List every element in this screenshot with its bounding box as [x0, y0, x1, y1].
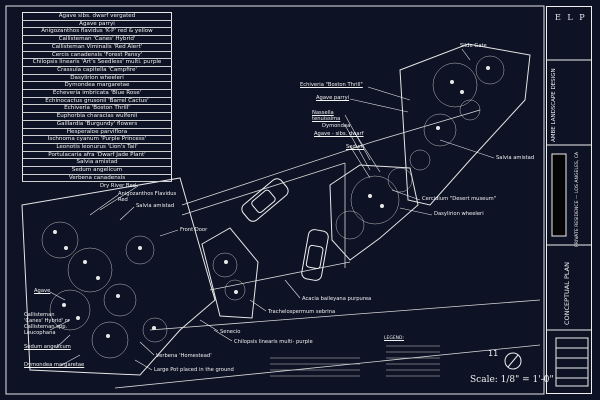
title-block-lines [546, 59, 592, 387]
legend-lines [270, 345, 440, 377]
plant-name: Cercis canadensis 'Forest Pansy' [22, 51, 172, 60]
salvia-amistad-left-label: Salvia amistad [136, 203, 175, 209]
plant-name: Echeveria imbricata 'Blue Rose' [22, 89, 172, 98]
plant-name: Echiveria 'Boston Thrill' [22, 104, 172, 114]
plant-list-row: Agave sibs. dwarf vergated [22, 12, 172, 21]
plant-list-row: Crassula capitella 'Campfire' [22, 66, 172, 75]
sedum-angelicum-label: Sedum angelicum [24, 344, 71, 350]
plant-name: Euphorbia characias wulfenii [22, 112, 172, 121]
dry-river-bed-label: Dry River Bed [100, 183, 136, 189]
firm-logo: E L P [555, 13, 587, 22]
plant-name: Portulacaria afra 'Dwarf Jade Plant' [22, 151, 172, 160]
planting-dots [53, 66, 490, 338]
plant-name: Hesperaloe parviflora [22, 128, 172, 137]
senecio-label: Senecio [220, 329, 241, 335]
north-arrow [504, 352, 522, 370]
plant-name: Gaillardia 'Burgundy' flowers [22, 120, 172, 129]
project-address: PRIVATE RESIDENCE — LOS ANGELES, CA [575, 151, 580, 247]
plant-list-row: Cercis canadensis 'Forest Pansy' [22, 51, 172, 60]
plant-name: Leonotis leonurus 'Lion's Tail' [22, 143, 172, 152]
dymondea-label: Dymondea [322, 123, 351, 129]
plant-name: Dymondea margaretae [22, 81, 172, 91]
plant-list-row: Dasylirion wheeleri [22, 74, 172, 83]
plant-list-row: Portulacaria afra 'Dwarf Jade Plant' [22, 151, 172, 160]
planting-hatch [41, 55, 505, 359]
agave-parryi-label: Agave parryi [316, 95, 350, 101]
plant-list-row: Hesperaloe parviflora [22, 128, 172, 137]
driveway-lines [114, 109, 541, 389]
plant-name: Agave parryi [22, 20, 172, 29]
plant-name: Callisteman 'Canes' Hybrid' [22, 35, 172, 44]
plant-list-row: Euphorbia characias wulfenii [22, 112, 172, 121]
echiveria-boston-label: Echiveria "Boston Thrill" [300, 82, 363, 88]
scale-text: Scale: 1/8" = 1'-0" [470, 375, 554, 385]
sheet-number: 11 [488, 349, 499, 358]
parked-cars [241, 178, 329, 281]
verbena-label: Verbena 'Homestead' [156, 353, 212, 359]
large-pot-label: Large Pot placed in the ground [154, 367, 234, 373]
project-name: AMBE LANDSCAPE DESIGN [551, 68, 557, 142]
acacia-label: Acacia baileyana purpurea [302, 296, 372, 302]
lot-outline [21, 43, 531, 376]
plant-list-row: Agave parryi [22, 20, 172, 29]
plant-name: Sedum angelicum [22, 166, 172, 175]
sheet-title: CONCEPTUAL PLAN [563, 262, 571, 325]
plant-list-row: Anigozanthos flavidus 'K-P' red & yellow [22, 27, 172, 37]
plant-list-row: Gaillardia 'Burgundy' flowers [22, 120, 172, 129]
front-door-label: Front Door [180, 227, 208, 233]
plant-name: Crassula capitella 'Campfire' [22, 66, 172, 75]
legend-title: LEGEND: [384, 336, 405, 341]
plant-name: Agave sibs. dwarf vergated [22, 12, 172, 21]
plant-name: Callisteman Viminalis 'Red Alert' [22, 43, 172, 52]
sedum-label: Sedum [346, 144, 365, 150]
plant-name: Echinocactus grusonii 'Barrel Cactus' [22, 97, 172, 106]
dymondea-margaretae-label: Dymondea margaretae [24, 362, 85, 368]
nassella-label: Nassella tenuissima [312, 110, 341, 122]
plant-name: Anigozanthos flavidus 'K-P' red & yellow [22, 27, 172, 37]
leader-lines [49, 48, 495, 371]
plant-list-row: Callisteman Viminalis 'Red Alert' [22, 43, 172, 52]
plant-name: Ischnoma cyanum 'Purple Princess' [22, 135, 172, 144]
agave-sibs-label: Agave - sibs. dwarf [314, 131, 364, 137]
agave-left-label: Agave [34, 288, 51, 294]
title-block: E L P AMBE LANDSCAPE DESIGN PRIVATE RESI… [546, 6, 592, 394]
plant-list-row: Echeveria imbricata 'Blue Rose' [22, 89, 172, 98]
dasylirion-label: Dasylirion wheeleri [434, 211, 484, 217]
plant-list-row: Salvia amistad [22, 158, 172, 168]
plant-list-row: Verbena canadensis [22, 174, 172, 183]
plant-list-row: Echiveria 'Boston Thrill' [22, 104, 172, 114]
plant-list-row: Ischnoma cyanum 'Purple Princess' [22, 135, 172, 144]
anigozanthos-label: Anigozanthos Flavidus Red [118, 191, 177, 203]
sheet-border [5, 5, 545, 395]
plant-list-row: Callisteman 'Canes' Hybrid' [22, 35, 172, 44]
cercidium-label: Cercidium "Desert museum" [422, 196, 497, 202]
plant-list-row: Echinocactus grusonii 'Barrel Cactus' [22, 97, 172, 106]
plant-name: Dasylirion wheeleri [22, 74, 172, 83]
plant-list-row: Sedum angelicum [22, 166, 172, 175]
salvia-amistad-right-label: Salvia amistad [496, 155, 535, 161]
plant-name: Verbena canadensis [22, 174, 172, 183]
callisteman-label: Callisteman 'Canes' Hybrid' or Callistem… [24, 312, 70, 336]
plant-list-row: Dymondea margaretae [22, 81, 172, 91]
plant-list-row: Leonotis leonurus 'Lion's Tail' [22, 143, 172, 152]
slide-gate-label: Slide Gate [460, 43, 487, 49]
plant-list-row: Chilopsis linearis 'Art's Seedless' mult… [22, 58, 172, 67]
plant-name: Salvia amistad [22, 158, 172, 168]
chilopsis-label: Chilopsis linearis multi- purple [234, 339, 313, 345]
trachelospermum-label: Trachelospermum sebrina [268, 309, 336, 315]
plant-name: Chilopsis linearis 'Art's Seedless' mult… [22, 58, 172, 67]
